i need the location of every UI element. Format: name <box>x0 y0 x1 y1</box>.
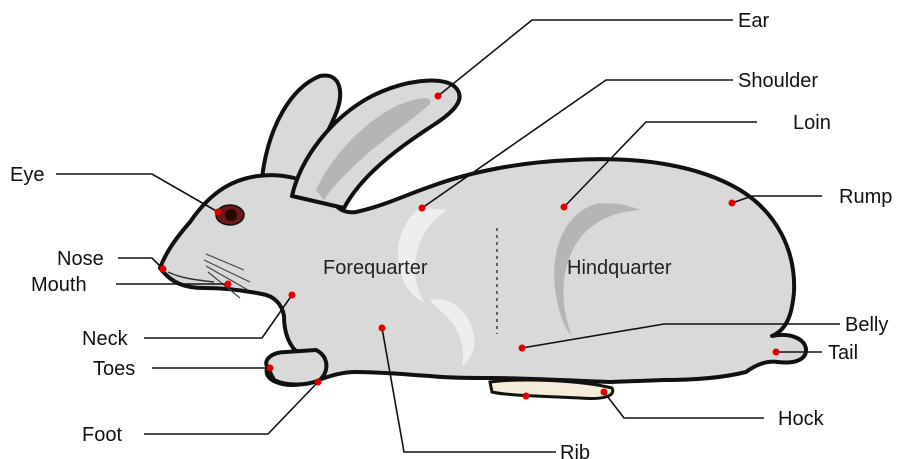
leader-hock <box>603 391 764 419</box>
front-foot <box>264 348 329 387</box>
leader-lines <box>56 19 840 453</box>
marker-neck <box>288 291 296 299</box>
region-forequarter: Forequarter <box>323 257 428 279</box>
marker-foot <box>314 378 322 386</box>
marker-toes <box>266 364 274 372</box>
leader-eye <box>56 173 219 213</box>
leader-belly <box>521 323 840 349</box>
label-rump: Rump <box>839 186 892 208</box>
label-hock: Hock <box>778 408 825 430</box>
leader-ear <box>437 19 733 97</box>
leader-rump <box>731 195 822 204</box>
marker-tail <box>772 348 780 356</box>
marker-dots <box>159 92 780 400</box>
label-rib: Rib <box>560 442 590 459</box>
label-mouth: Mouth <box>31 274 87 296</box>
label-neck: Neck <box>82 328 129 350</box>
marker-eye <box>214 208 222 216</box>
label-belly: Belly <box>845 314 888 336</box>
label-foot: Foot <box>82 424 122 446</box>
rabbit-illustration <box>158 73 808 400</box>
shoulder-shade <box>397 208 448 302</box>
marker-ear <box>434 92 442 100</box>
leader-loin <box>563 121 757 208</box>
leader-foot <box>144 381 319 435</box>
label-loin: Loin <box>793 112 831 134</box>
label-toes: Toes <box>93 358 135 380</box>
marker-rib <box>378 324 386 332</box>
label-tail: Tail <box>828 342 858 364</box>
leader-rib <box>381 327 556 453</box>
marker-mouth <box>224 280 232 288</box>
leader-shoulder <box>421 79 733 209</box>
label-shoulder: Shoulder <box>738 70 818 92</box>
part-labels: Ear Shoulder Loin Rump Eye Nose Mouth Ne… <box>10 10 892 459</box>
foreleg-shade <box>430 299 475 366</box>
mouth-line <box>167 271 215 283</box>
haunch-shade <box>554 203 640 336</box>
leader-neck <box>144 294 293 339</box>
marker-belly <box>518 344 526 352</box>
label-eye: Eye <box>10 164 44 186</box>
marker-nose <box>159 265 167 273</box>
eye-pupil <box>225 209 237 221</box>
label-ear: Ear <box>738 10 769 32</box>
marker-hock <box>600 388 608 396</box>
marker-loin <box>560 203 568 211</box>
marker-hock-pad <box>522 392 530 400</box>
rabbit-body <box>158 157 808 387</box>
whiskers <box>203 253 251 299</box>
label-nose: Nose <box>57 248 104 270</box>
leader-nose <box>118 257 164 270</box>
marker-rump <box>728 199 736 207</box>
marker-shoulder <box>418 204 426 212</box>
region-hindquarter: Hindquarter <box>567 257 672 279</box>
inner-ear <box>316 98 431 200</box>
